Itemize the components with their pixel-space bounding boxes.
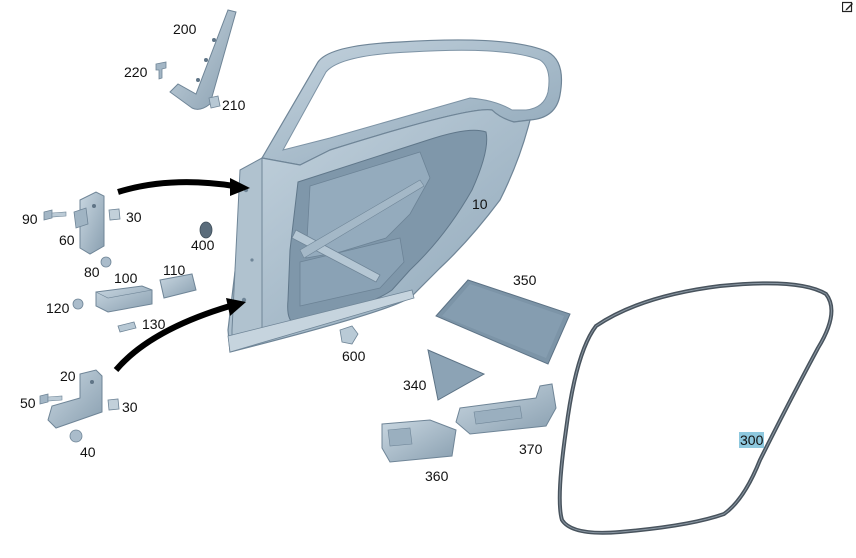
door-check-part — [95, 285, 153, 313]
part-label-20: 20 — [60, 368, 76, 384]
bracket-part-110 — [159, 273, 197, 299]
nut-part-80 — [100, 256, 112, 268]
part-label-370: 370 — [519, 441, 543, 457]
panel-part-350 — [435, 279, 571, 365]
part-label-10: 10 — [472, 196, 488, 212]
nut-part-120 — [72, 298, 84, 310]
part-label-90: 90 — [22, 211, 38, 227]
edit-icon[interactable] — [841, 0, 854, 13]
part-label-340: 340 — [403, 377, 427, 393]
part-label-200: 200 — [173, 21, 197, 37]
part-label-30-lower: 30 — [122, 399, 138, 415]
part-label-300-highlighted: 300 — [739, 432, 765, 448]
plug-part — [199, 221, 213, 239]
upper-hinge-part — [73, 191, 105, 255]
part-label-110: 110 — [163, 262, 186, 278]
lock-part-360 — [381, 419, 457, 463]
part-label-600: 600 — [342, 348, 366, 364]
part-label-400: 400 — [191, 237, 215, 253]
part-label-80: 80 — [84, 264, 100, 280]
arrow-lower — [113, 298, 246, 372]
part-label-210: 210 — [222, 97, 246, 113]
part-label-360: 360 — [425, 468, 449, 484]
part-label-220: 220 — [124, 64, 148, 80]
door-shell-part — [227, 39, 563, 353]
nut-part — [208, 95, 221, 109]
cap-part — [108, 208, 121, 221]
part-label-40: 40 — [80, 444, 96, 460]
clip-part-600 — [339, 325, 359, 345]
bolt-part-130 — [117, 321, 137, 333]
part-label-30-upper: 30 — [126, 209, 142, 225]
lock-part-370 — [455, 383, 557, 435]
panel-part-340 — [427, 349, 486, 401]
part-label-100: 100 — [114, 270, 138, 286]
clip-part — [155, 61, 167, 80]
screw-part-50 — [39, 393, 63, 405]
part-label-120: 120 — [46, 300, 70, 316]
cap-part-lower — [107, 398, 120, 411]
part-label-60: 60 — [59, 232, 75, 248]
lower-hinge-part — [47, 369, 103, 429]
arrow-upper — [117, 178, 250, 196]
part-label-50: 50 — [20, 395, 36, 411]
part-label-130: 130 — [142, 316, 166, 332]
screw-part — [43, 209, 67, 221]
door-seal-part — [557, 281, 834, 535]
part-label-350: 350 — [513, 272, 537, 288]
nut-part-40 — [69, 429, 83, 443]
